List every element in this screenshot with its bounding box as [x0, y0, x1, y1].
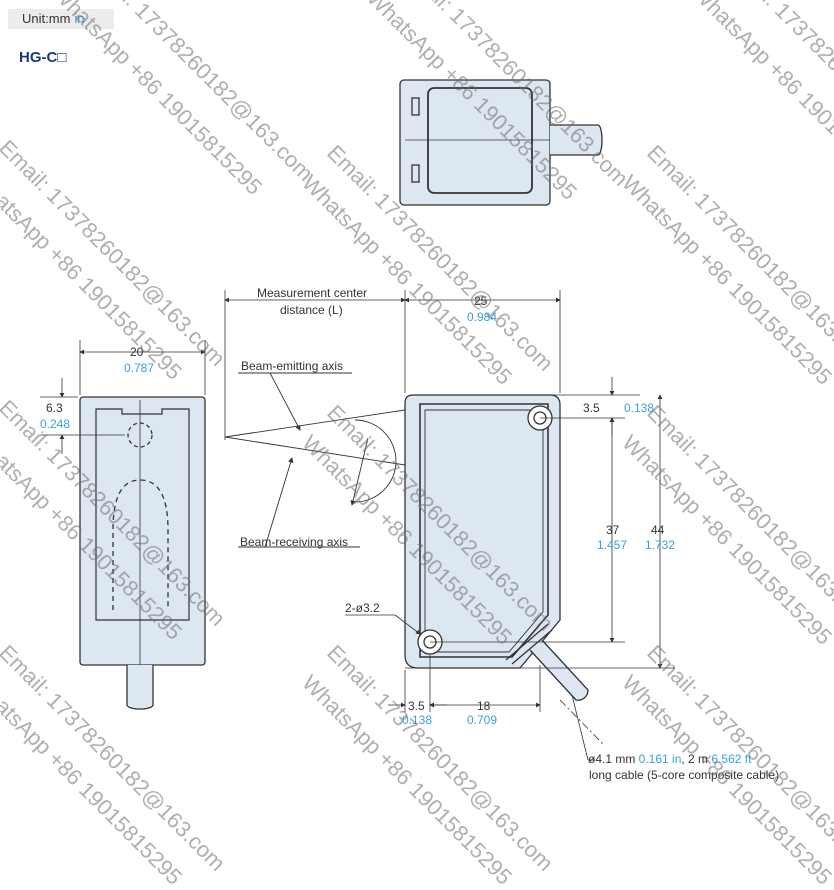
- front-view-inner-outline: [419, 403, 549, 658]
- dim-20-in: 0.787: [124, 361, 154, 375]
- dim-35-top-in: 0.138: [624, 401, 654, 415]
- top-view: [399, 79, 603, 206]
- label-cable-spec: ø4.1 mm 0.161 in, 2 m 6.562 ft: [588, 752, 752, 766]
- unit-mm: mm: [48, 11, 71, 26]
- dim-44-in: 1.732: [645, 538, 675, 552]
- top-view-lens: [427, 87, 533, 194]
- dim-18-in: 0.709: [467, 713, 497, 727]
- label-beam-emitting: Beam-emitting axis: [241, 359, 343, 373]
- side-view: [40, 340, 206, 710]
- unit-prefix: Unit:: [22, 11, 49, 26]
- beam-axes: [224, 372, 406, 548]
- side-view-body: [79, 396, 206, 666]
- dim-35-bottom-in: 0.138: [402, 713, 432, 727]
- side-view-cable: [126, 665, 154, 710]
- dim-25-mm: 25: [474, 294, 488, 308]
- front-view-inner-outline-2: [424, 409, 544, 653]
- top-view-slot-upper: [411, 97, 420, 116]
- side-view-inner-frame: [95, 408, 190, 621]
- side-view-hidden-lens: [112, 479, 169, 610]
- label-measurement-center: Measurement center: [257, 286, 367, 300]
- dim-20-mm: 20: [130, 345, 144, 359]
- unit-in: in: [74, 11, 85, 26]
- label-cable-long: long cable (5-core composite cable): [589, 768, 779, 782]
- dim-35-bottom-mm: 3.5: [408, 699, 425, 713]
- label-holes: 2-ø3.2: [345, 601, 380, 615]
- front-view-dimensions: [224, 290, 675, 761]
- dim-35-top-mm: 3.5: [583, 401, 600, 415]
- dim-25-in: 0.984: [467, 310, 497, 324]
- label-beam-receiving: Beam-receiving axis: [240, 535, 348, 549]
- front-view-body: [404, 394, 561, 669]
- front-view: [404, 394, 605, 746]
- label-distance-l: distance (L): [280, 303, 343, 317]
- model-title: HG-C□: [19, 49, 67, 66]
- dim-18-mm: 18: [477, 699, 491, 713]
- dim-44-mm: 44: [651, 523, 665, 537]
- dim-63-in: 0.248: [40, 417, 70, 431]
- dim-37-mm: 37: [606, 523, 620, 537]
- top-view-slot-lower: [411, 164, 420, 183]
- dim-63-mm: 6.3: [46, 401, 63, 415]
- drawing-svg: 20 0.787 6.3 0.248: [40, 79, 779, 782]
- dim-37-in: 1.457: [597, 538, 627, 552]
- top-view-cable: [550, 124, 603, 156]
- front-view-cable: [529, 639, 589, 701]
- top-view-body: [399, 79, 551, 206]
